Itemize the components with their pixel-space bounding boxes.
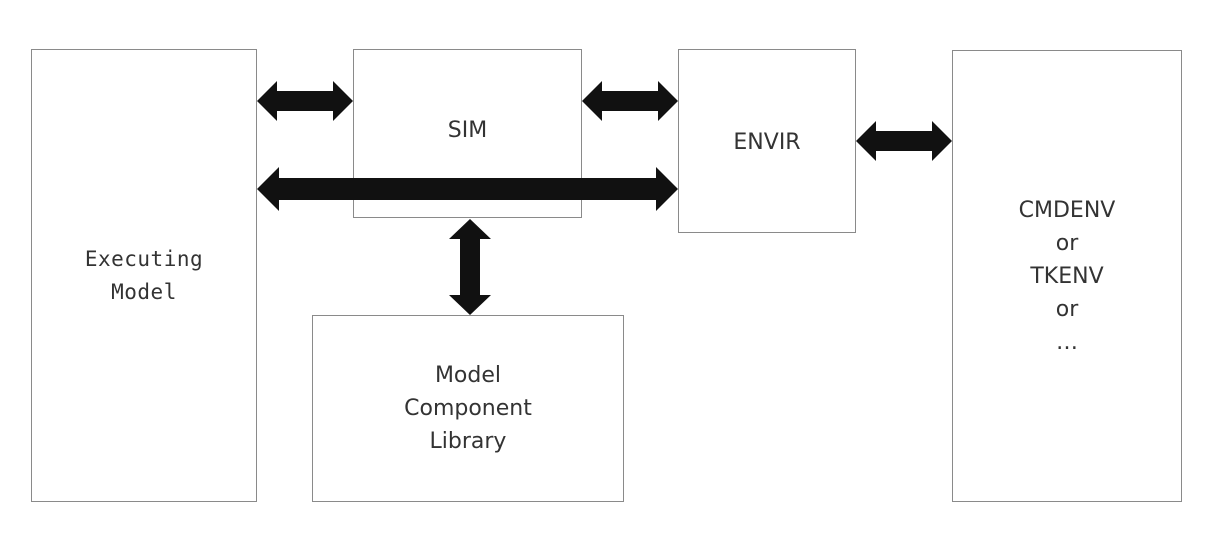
user-interface-box: CMDENV or TKENV or … (952, 50, 1182, 502)
arrow-executing-sim (257, 81, 353, 121)
model-component-library-label-line3: Library (429, 429, 507, 454)
user-interface-label-line3: TKENV (1030, 263, 1104, 289)
arrow-sim-library (449, 219, 491, 315)
arrow-sim-envir (582, 81, 678, 121)
sim-label: SIM (447, 118, 488, 143)
executing-model-label-line2: Model (111, 279, 177, 304)
model-component-library-box: Model Component Library (312, 315, 624, 502)
sim-box: SIM (353, 49, 582, 218)
model-component-library-label: Model Component Library (404, 359, 532, 458)
model-component-library-label-line1: Model (434, 363, 502, 388)
user-interface-label-line5: … (1055, 329, 1078, 355)
envir-label: ENVIR (733, 130, 801, 155)
user-interface-label-line2: or (1055, 230, 1079, 256)
user-interface-label-line4: or (1055, 296, 1079, 322)
model-component-library-label-line2: Component (404, 396, 532, 421)
arrow-envir-ui (856, 121, 952, 161)
user-interface-label: CMDENV or TKENV or … (1019, 194, 1116, 359)
executing-model-label-line1: Executing (84, 246, 204, 271)
user-interface-label-line1: CMDENV (1018, 197, 1116, 223)
envir-box: ENVIR (678, 49, 856, 233)
executing-model-box: Executing Model (31, 49, 257, 502)
executing-model-label: Executing Model (85, 243, 203, 308)
